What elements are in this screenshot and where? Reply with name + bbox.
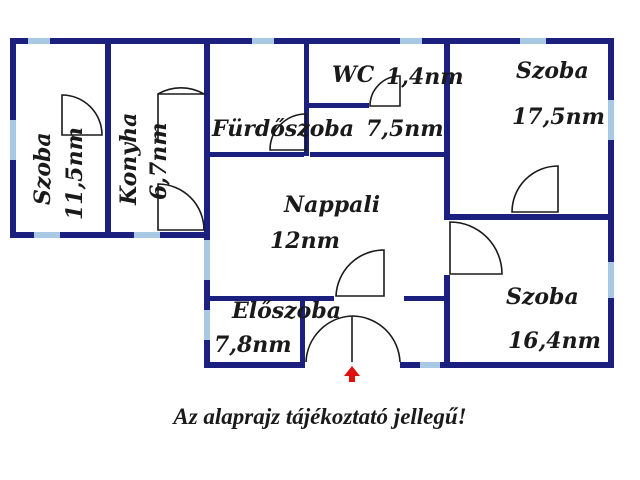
- room-area: 1,4nm: [386, 64, 464, 90]
- wall-furdo-bottom: [204, 152, 304, 157]
- window: [134, 232, 160, 238]
- door-swing: [269, 113, 307, 151]
- room-szoba-top-right: Szoba 17,5nm: [512, 58, 605, 130]
- wall-nappali-right-lower: [444, 275, 450, 368]
- room-area: 11,5nm: [62, 127, 88, 220]
- wall-wc-bottom: [309, 103, 369, 108]
- room-name: Szoba: [506, 284, 579, 310]
- door-swing: [157, 183, 205, 231]
- door-swing: [449, 221, 503, 275]
- wall-eloszoba-top-right: [404, 296, 450, 301]
- room-area: 17,5nm: [512, 104, 605, 130]
- window: [400, 38, 422, 44]
- window: [10, 120, 16, 160]
- disclaimer-note: Az alaprajz tájékoztató jellegű!: [173, 404, 467, 429]
- window: [252, 38, 274, 44]
- door-swing: [351, 315, 401, 363]
- room-furdoszoba: Fürdőszoba 7,5nm: [211, 116, 444, 142]
- room-szoba-left: Szoba 11,5nm: [30, 127, 88, 220]
- window: [204, 240, 210, 280]
- wall-szoba-konyha: [105, 38, 111, 238]
- window: [608, 262, 614, 298]
- room-name: Szoba: [516, 58, 589, 84]
- room-area: 6,7nm: [146, 122, 172, 200]
- wall-eloszoba-top-left: [204, 296, 334, 301]
- room-name: Konyha: [116, 113, 142, 206]
- wall-bottom-right: [400, 362, 614, 368]
- door-swing: [511, 165, 559, 213]
- room-name: WC: [332, 62, 375, 88]
- wall-konyha-right: [204, 38, 210, 368]
- wall-right: [608, 38, 614, 368]
- wall-eloszoba-divider: [300, 300, 305, 368]
- room-konyha: Konyha 6,7nm: [116, 113, 172, 206]
- window: [204, 310, 210, 340]
- doors: [61, 75, 559, 363]
- room-area: 7,5nm: [366, 116, 444, 142]
- room-name: Nappali: [283, 192, 380, 218]
- door-swing: [157, 87, 207, 140]
- room-area: 7,8nm: [214, 332, 292, 358]
- room-szoba-bottom-right: Szoba 16,4nm: [506, 284, 601, 354]
- door-swing: [61, 94, 103, 136]
- window: [28, 38, 50, 44]
- room-area: 12nm: [270, 228, 340, 254]
- room-eloszoba: Előszoba 7,8nm: [214, 298, 341, 358]
- window: [608, 100, 614, 140]
- entrance-arrow-icon: [344, 366, 360, 382]
- window: [420, 362, 440, 368]
- wall-nappali-right-upper: [444, 152, 450, 214]
- walls: [10, 38, 614, 368]
- wall-rooms-right-divider: [444, 214, 614, 220]
- room-area: 16,4nm: [508, 328, 601, 354]
- wall-top: [10, 38, 614, 44]
- wall-wc-left: [304, 38, 309, 108]
- door-swing: [335, 249, 385, 297]
- room-wc: WC 1,4nm: [332, 62, 464, 90]
- room-name: Fürdőszoba: [211, 116, 354, 142]
- wall-nappali-top: [310, 152, 450, 157]
- window: [34, 232, 60, 238]
- wall-bottom-eloszoba-left: [204, 362, 300, 368]
- wall-wc-right: [444, 38, 450, 158]
- door-swing: [305, 315, 353, 363]
- room-name: Előszoba: [231, 298, 341, 324]
- windows: [10, 38, 614, 368]
- window: [520, 38, 546, 44]
- door-swing: [369, 75, 401, 107]
- room-name: Szoba: [30, 132, 56, 205]
- room-nappali: Nappali 12nm: [270, 192, 380, 254]
